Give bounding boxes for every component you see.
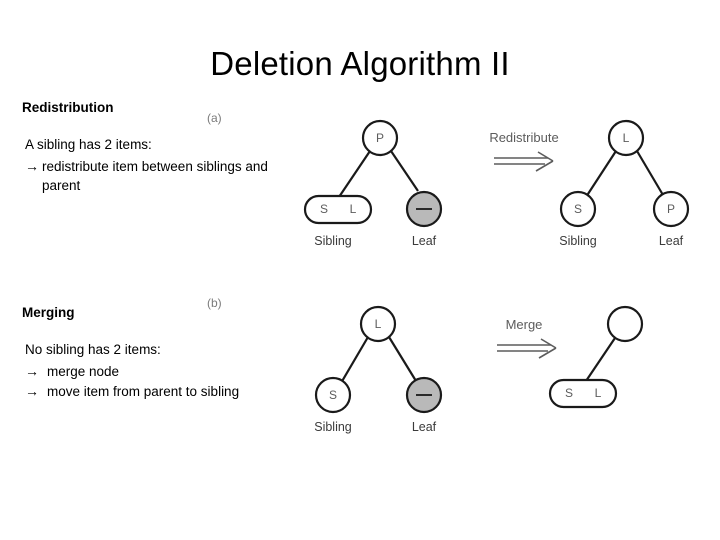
node-leaf (652, 190, 690, 228)
node-sibling (314, 376, 352, 414)
edge-root-to-sibling (585, 150, 617, 198)
edge-root-to-leaf (636, 150, 664, 196)
node-sibling-label-s: S (320, 202, 328, 216)
section-merging: Merging No sibling has 2 items: → merge … (22, 303, 272, 402)
node-root-label: L (375, 317, 382, 331)
double-arrow-icon (494, 151, 554, 172)
node-leaf-label: P (667, 202, 675, 216)
caption-leaf: Leaf (659, 234, 684, 248)
node-sibling-label: S (329, 388, 337, 402)
node-root (607, 119, 645, 157)
section-heading-merging: Merging (22, 305, 75, 320)
node-sibling-label: S (574, 202, 582, 216)
node-sibling (559, 190, 597, 228)
edge-root-to-leaf (388, 336, 417, 382)
caption-leaf: Leaf (412, 420, 437, 434)
node-root (359, 305, 397, 343)
figure-b-after-tree: S L (548, 305, 644, 409)
figure-a-before-tree: P S L Sibling Leaf (303, 119, 443, 248)
section-heading-redistribution: Redistribution (22, 100, 114, 115)
node-merged-stadium (548, 378, 618, 409)
bullet-item: → redistribute item between siblings and… (25, 157, 272, 195)
edge-root-to-leaf (390, 150, 419, 192)
arrow-icon: → (25, 363, 39, 380)
figure-a-operation: Redistribute (489, 130, 559, 172)
section-redistribution: Redistribution A sibling has 2 items: → … (22, 98, 272, 196)
node-sibling-stadium (303, 194, 373, 225)
node-merged-label-l: L (595, 386, 602, 400)
arrow-icon: → (25, 383, 39, 400)
bullet-label: move item from parent to sibling (47, 384, 240, 400)
figure-b-operation: Merge (497, 317, 557, 359)
node-leaf-deleted (405, 190, 443, 228)
caption-leaf: Leaf (412, 234, 437, 248)
double-arrow-icon (497, 338, 557, 359)
node-merged-label-s: S (565, 386, 573, 400)
operation-label-merge: Merge (506, 317, 543, 332)
section-lead-redistribution: A sibling has 2 items: (25, 137, 152, 153)
edge-root-to-sibling (340, 336, 369, 384)
bullet-label: redistribute item between siblings and p… (42, 159, 268, 194)
node-root-empty (606, 305, 644, 343)
figure-tag-b: (b) (207, 296, 222, 310)
figure-b-before-tree: L S Sibling Leaf (314, 305, 443, 434)
node-parent-label: P (376, 131, 384, 145)
caption-sibling: Sibling (314, 420, 352, 434)
page-title: Deletion Algorithm II (210, 45, 510, 82)
bullet-label: merge node (47, 364, 120, 380)
bullet-item: → merge node (25, 362, 272, 382)
caption-sibling: Sibling (559, 234, 597, 248)
edge-root-to-node (585, 337, 616, 382)
operation-label-redistribute: Redistribute (489, 130, 558, 145)
bullet-item: → move item from parent to sibling (25, 382, 272, 402)
figure-a-after-tree: L S Sibling P Leaf (559, 119, 690, 248)
section-lead-merging: No sibling has 2 items: (25, 342, 161, 358)
node-leaf-deleted (405, 376, 443, 414)
figure-tag-a: (a) (207, 111, 222, 125)
node-parent (361, 119, 399, 157)
edge-root-to-sibling (338, 150, 371, 198)
arrow-icon: → (25, 158, 39, 175)
node-root-label: L (623, 131, 630, 145)
caption-sibling: Sibling (314, 234, 352, 248)
node-sibling-label-l: L (350, 202, 357, 216)
